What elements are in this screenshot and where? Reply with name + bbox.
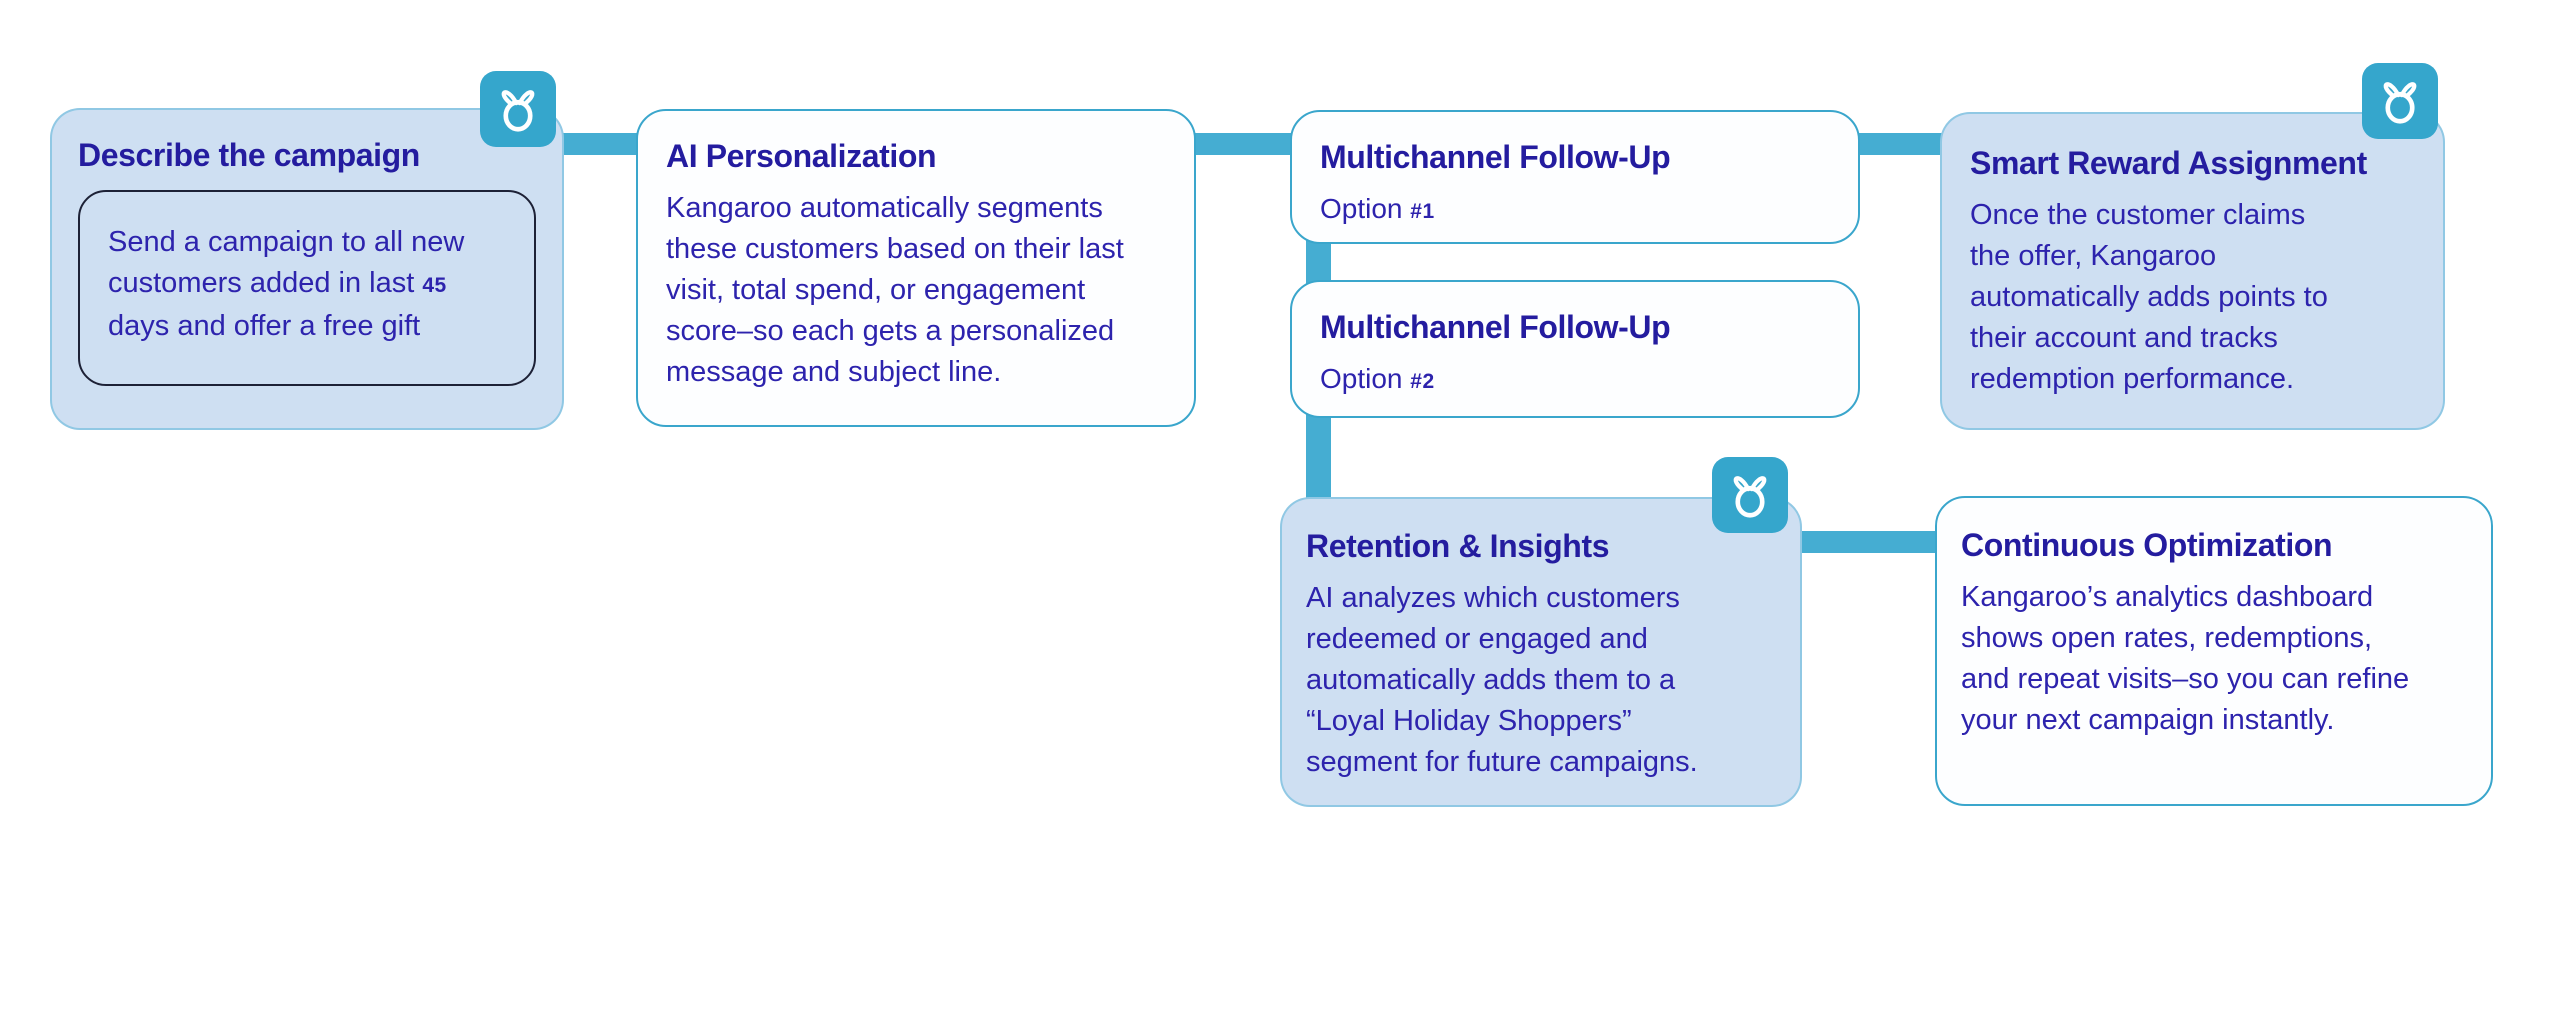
card-describe-campaign: Describe the campaign Send a campaign to… — [50, 108, 564, 430]
card-body-ai-personalization: Kangaroo automatically segments these cu… — [666, 192, 1124, 388]
card-body-retention-insights: AI analyzes which customers redeemed or … — [1306, 582, 1698, 778]
card-title-smart-reward: Smart Reward Assignment — [1970, 145, 2367, 181]
note-line-2-prefix: customers added in last — [108, 267, 423, 299]
card-title-multichannel-option2: Multichannel Follow-Up — [1320, 309, 1671, 345]
note-line-3: days and offer a free gift — [108, 310, 421, 342]
option-number: #2 — [1410, 370, 1435, 393]
option-line-2: Option #2 — [1320, 362, 1830, 399]
kangaroo-gift-icon — [1723, 468, 1777, 522]
option-prefix: Option — [1320, 193, 1411, 224]
connector-ai-to-followup1 — [1186, 133, 1300, 155]
card-title-continuous-optimization: Continuous Optimization — [1961, 527, 2333, 563]
kangaroo-logo-badge — [2362, 63, 2438, 139]
connector-describe-to-ai — [550, 133, 646, 155]
card-title-ai-personalization: AI Personalization — [666, 138, 937, 174]
card-continuous-optimization: Continuous Optimization Kangaroo’s analy… — [1935, 496, 2493, 806]
card-multichannel-option2: Multichannel Follow-Up Option #2 — [1290, 280, 1860, 418]
card-body-continuous-optimization: Kangaroo’s analytics dashboard shows ope… — [1961, 581, 2410, 736]
note-days-value: 45 — [422, 274, 447, 297]
option-number: #1 — [1410, 200, 1435, 223]
card-multichannel-option1: Multichannel Follow-Up Option #1 — [1290, 110, 1860, 244]
card-title-retention-insights: Retention & Insights — [1306, 528, 1610, 564]
campaign-note-box: Send a campaign to all new customers add… — [78, 190, 536, 386]
kangaroo-gift-icon — [2373, 74, 2427, 128]
connector-retention-to-optimization — [1792, 531, 1945, 553]
connector-followup1-to-smart-reward — [1850, 133, 1950, 155]
card-title-describe-campaign: Describe the campaign — [78, 137, 420, 173]
kangaroo-gift-icon — [491, 82, 545, 136]
card-title-multichannel-option1: Multichannel Follow-Up — [1320, 139, 1671, 175]
option-prefix: Option — [1320, 363, 1411, 394]
kangaroo-logo-badge — [1712, 457, 1788, 533]
note-line-1: Send a campaign to all new — [108, 226, 465, 258]
card-ai-personalization: AI Personalization Kangaroo automaticall… — [636, 109, 1196, 427]
connector-followup2-to-retention — [1306, 410, 1331, 507]
card-body-smart-reward: Once the customer claims the offer, Kang… — [1970, 199, 2328, 395]
card-smart-reward: Smart Reward Assignment Once the custome… — [1940, 112, 2445, 430]
kangaroo-logo-badge — [480, 71, 556, 147]
card-retention-insights: Retention & Insights AI analyzes which c… — [1280, 497, 1802, 807]
option-line-1: Option #1 — [1320, 192, 1830, 229]
